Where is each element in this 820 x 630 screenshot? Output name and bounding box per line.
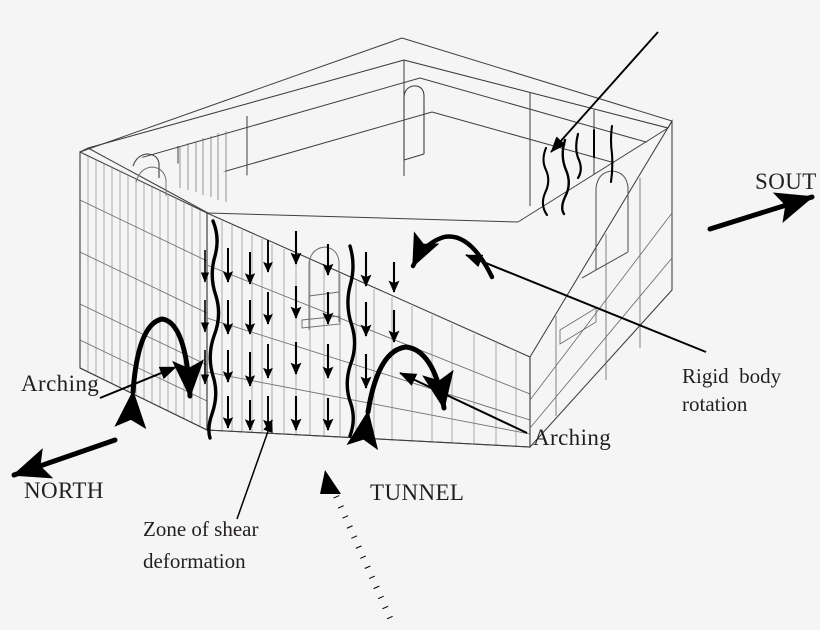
leader-crack-pattern	[550, 31, 659, 153]
shear-band-right	[345, 244, 357, 438]
tunnel-arch-profile-left-inner	[132, 153, 160, 178]
leader-lines-group	[99, 31, 707, 520]
block-inner-back-wall	[88, 60, 669, 206]
rigid-body-rotation-arc	[410, 231, 495, 280]
label-arching-right: Arching	[533, 425, 612, 450]
settlement-arrows-group	[200, 231, 400, 431]
label-rigid-body-line2: rotation	[682, 392, 748, 416]
label-arching-left: Arching	[21, 371, 100, 396]
leader-zone-of-shear	[236, 419, 273, 520]
shear-deformation-bands	[207, 219, 357, 440]
label-south: SOUT	[755, 169, 817, 194]
leader-arching-right	[399, 372, 528, 434]
leader-arching-left	[99, 366, 177, 399]
label-north: NORTH	[24, 478, 104, 503]
inner-wall-hatch	[179, 131, 227, 202]
arching-arc-right	[346, 344, 454, 451]
label-zone-of-shear-line2: deformation	[143, 549, 246, 573]
north-direction-arrow	[11, 437, 118, 479]
shear-band-left	[207, 219, 221, 440]
block-base-edges	[79, 367, 531, 448]
arching-arc-left	[114, 316, 205, 430]
arching-arcs-group	[114, 316, 454, 451]
label-zone-of-shear-line1: Zone of shear	[143, 517, 259, 541]
label-rigid-body-line1: Rigid body	[682, 364, 782, 388]
block-right-end-face	[529, 119, 673, 449]
leader-rigid-body-rotation	[465, 254, 707, 353]
tunnel-opening-south	[581, 170, 629, 279]
tunnel-arch-profile-far	[403, 85, 425, 161]
crack-pattern-south-face	[541, 124, 614, 217]
south-direction-arrow	[707, 192, 815, 232]
compass-arrows-group	[11, 192, 815, 479]
tunnel-dotted-arrow	[320, 470, 393, 620]
tunnel-opening-front	[301, 246, 341, 330]
block-front-face	[206, 212, 531, 448]
label-tunnel: TUNNEL	[370, 480, 465, 505]
